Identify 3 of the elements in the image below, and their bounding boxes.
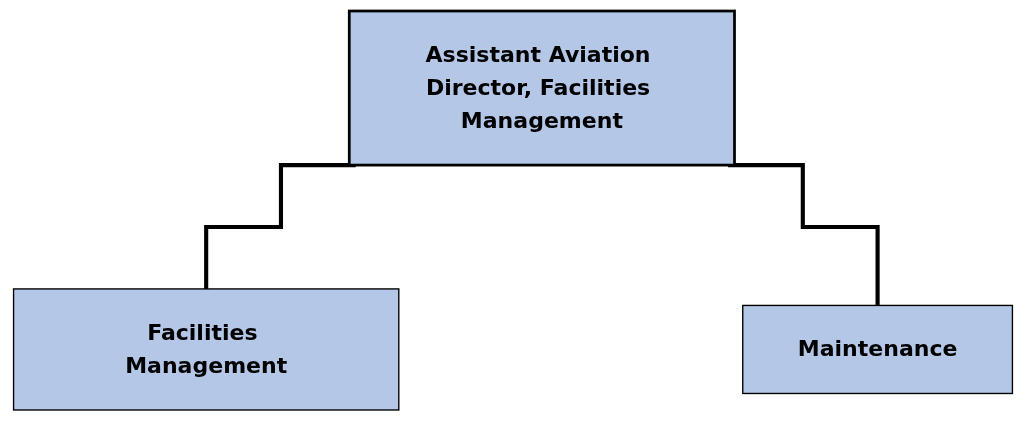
node-box: Assistant Aviation Director, Facilities Management [347, 9, 736, 167]
node-box: Maintenance [742, 304, 1014, 395]
node-box: Facilities Management [12, 288, 400, 411]
